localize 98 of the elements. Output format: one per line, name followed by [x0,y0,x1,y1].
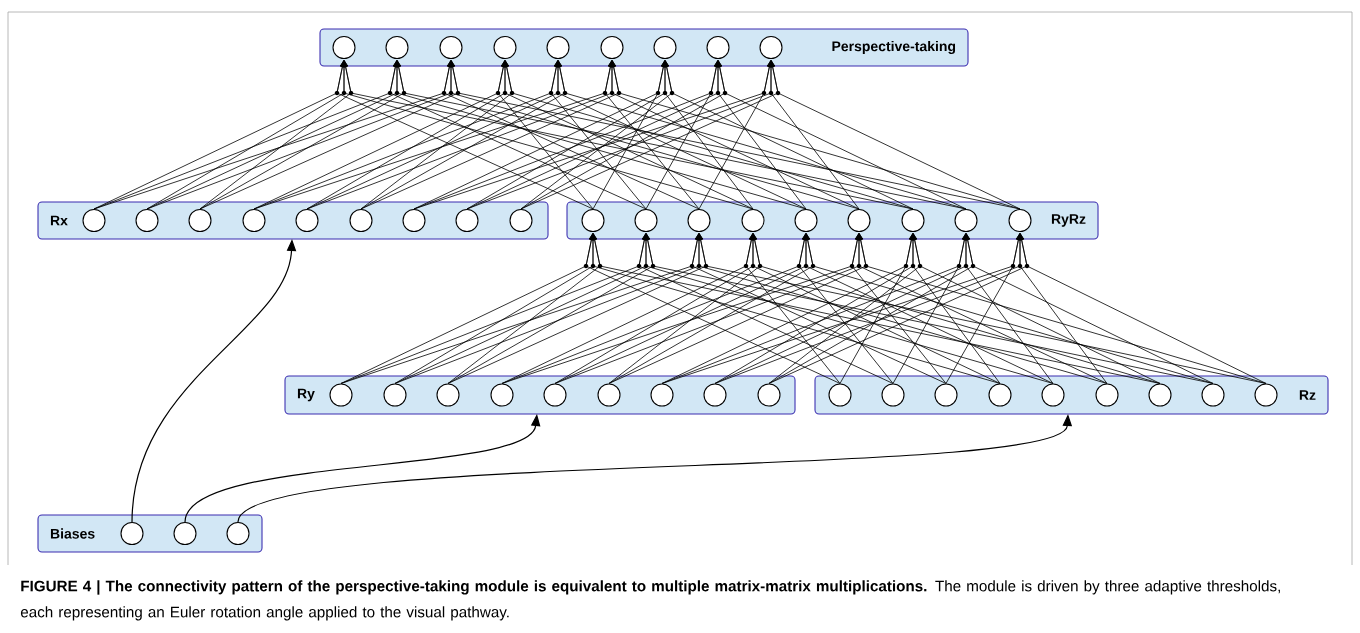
neuron-circle [881,383,905,407]
neuron-circle [242,208,266,233]
neuron-circle [135,208,159,233]
connection-arrow [963,233,1054,384]
connection-arrow [443,60,700,210]
connection-arrow [503,60,914,210]
neuron-circle [634,208,658,233]
neuron-circle [295,208,319,233]
neuron-circle [828,383,852,407]
connection-arrow [697,233,1267,384]
connection-arrow [945,233,1022,384]
connection-arrow [550,60,647,210]
connection-arrow [769,60,1021,210]
neuron-circle [1148,383,1172,407]
connection-arrow [663,60,914,210]
neuron-circle [383,383,407,407]
neuron-circle [349,208,373,233]
connection-arrow [389,60,647,210]
connection-arrow [750,233,1001,384]
neuron-circle [226,521,250,546]
neuron-circle [82,208,106,233]
neuron-circle [1008,208,1032,233]
neuron-circle [1095,383,1119,407]
connection-arrow [448,60,860,210]
neuron-circle [439,35,463,60]
neuron-circle [455,208,479,233]
neuron-circle [1041,383,1065,407]
connection-arrow [798,233,894,384]
connection-arrow [644,233,1214,384]
neuron-circle [794,208,818,233]
neuron-circle [600,35,624,60]
connection-arrow [645,60,720,210]
neuron-circle [653,35,677,60]
connection-arrow [751,233,1161,384]
neuron-circle [901,208,925,233]
neuron-circle [706,35,730,60]
neuron-circle [759,35,783,60]
caption: FIGURE 4 | The connectivity pattern of the perspective-taking module is equivalent to multiple matrix-matrix multiplications. The module is driven by three adaptive thresholds, each representing an Euler rotation angle applied to the visual pathway. [20,580,1280,621]
neuron-circle [329,383,353,407]
neuron-circle [120,521,144,546]
connection-arrow [609,60,860,210]
neuron-circle [1201,383,1225,407]
neuron-circle [332,35,356,60]
neuron-circle [757,383,781,407]
connection-arrow [638,233,894,384]
neuron-circle [543,383,567,407]
connection-arrow [851,233,947,384]
connection-arrow [610,60,1021,210]
neuron-circle [687,208,711,233]
connection-arrow [604,60,700,210]
connection-arrow [502,60,754,210]
connection-arrow [745,233,841,384]
connection-arrow [698,60,773,210]
connection-arrow [856,233,1108,384]
connection-arrow [804,233,1214,384]
connection-arrow [497,60,594,210]
connection-arrow [662,60,754,210]
connection-arrow [892,233,968,384]
connection-arrow [696,233,1108,384]
neuron-circle [934,383,958,407]
connection-arrow [555,60,807,210]
connection-arrow [591,233,1161,384]
connection-arrow [910,233,1001,384]
neuron-circle [847,208,871,233]
connection-arrow [585,233,841,384]
neuron-circle [546,35,570,60]
neuron-circle [988,383,1012,407]
connection-arrow [691,233,947,384]
neuron-circle [436,383,460,407]
neuron-circle [954,208,978,233]
neuron-circle [741,208,765,233]
neuron-circle [581,208,605,233]
connection-arrow [1017,233,1108,384]
neuron-circle [1254,383,1278,407]
connection-arrow [768,60,860,210]
connection-arrow [715,60,807,210]
connection-arrow [1018,233,1267,384]
neuron-circle [402,208,426,233]
neuron-circle [597,383,621,407]
connection-arrow [336,60,594,210]
connection-arrow [590,233,1001,384]
connection-arrow [964,233,1214,384]
neuron-circle [509,208,533,233]
connection-arrow [857,233,1267,384]
connection-arrow [592,60,667,210]
connection-arrow [341,60,754,210]
neuron-circle [188,208,212,233]
connection-arrow [556,60,967,210]
neuron-circle [490,383,514,407]
neuron-circle [493,35,517,60]
connection-arrow [911,233,1161,384]
neuron-circle [650,383,674,407]
neuron-circle [385,35,409,60]
connection-arrow [716,60,967,210]
connection-arrow [803,233,1054,384]
connection-arrow [839,233,915,384]
neuron-circle [173,521,197,546]
neuron-circle [703,383,727,407]
